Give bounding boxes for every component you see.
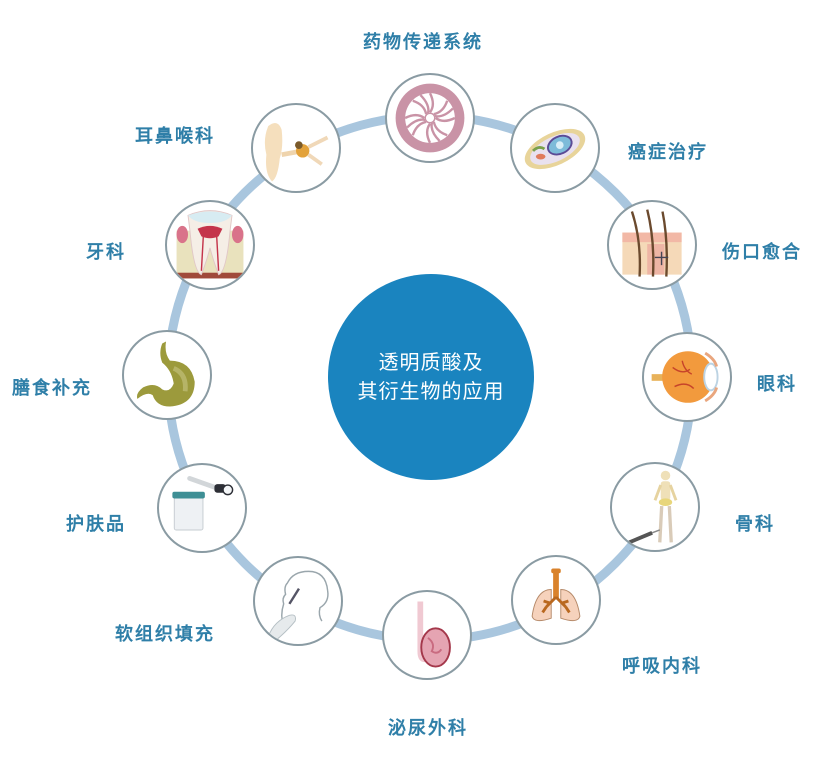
label-ophthalmology: 眼科 [757, 374, 797, 395]
stomach-icon [136, 341, 195, 407]
label-wound-healing: 伤口愈合 [722, 242, 802, 263]
node-wound-healing [607, 200, 697, 290]
cancer-cell-icon [524, 128, 586, 170]
node-cancer-therapy [510, 103, 600, 193]
label-urology: 泌尿外科 [388, 718, 468, 739]
ear-anatomy-icon [264, 122, 329, 182]
label-dentistry: 牙科 [86, 242, 126, 263]
tooth-cross-section-icon [176, 210, 244, 279]
node-drug-delivery [385, 73, 475, 163]
node-respiratory [511, 555, 601, 645]
node-skincare [157, 463, 247, 553]
eyeball-icon [651, 351, 719, 403]
label-orthopedics: 骨科 [735, 514, 775, 535]
node-orthopedics [610, 462, 700, 552]
lungs-icon [531, 568, 581, 622]
liposome-micelle-icon [395, 83, 465, 153]
center-title-line1: 透明质酸及 [378, 350, 484, 374]
label-dietary-supplement: 膳食补充 [12, 378, 92, 399]
center-topic-circle: 透明质酸及 其衍生物的应用 [328, 274, 534, 480]
node-dietary-supplement [122, 330, 212, 420]
node-dentistry [165, 200, 255, 290]
node-soft-tissue-filling [253, 556, 343, 646]
face-injection-icon [267, 570, 329, 641]
label-soft-tissue-filling: 软组织填充 [115, 624, 215, 645]
skin-cross-section-icon [622, 209, 682, 277]
testis-icon [417, 601, 451, 668]
label-drug-delivery: 药物传递系统 [363, 32, 483, 53]
label-respiratory: 呼吸内科 [622, 656, 702, 677]
label-ent: 耳鼻喉科 [135, 126, 215, 147]
label-skincare: 护肤品 [66, 514, 126, 535]
node-ophthalmology [642, 332, 732, 422]
center-title-line2: 其衍生物的应用 [357, 379, 505, 403]
node-urology [382, 590, 472, 680]
label-cancer-therapy: 癌症治疗 [628, 142, 708, 163]
cosmetic-jar-dropper-icon [172, 475, 234, 531]
node-ent [251, 103, 341, 193]
skeleton-syringe-icon [628, 470, 678, 545]
